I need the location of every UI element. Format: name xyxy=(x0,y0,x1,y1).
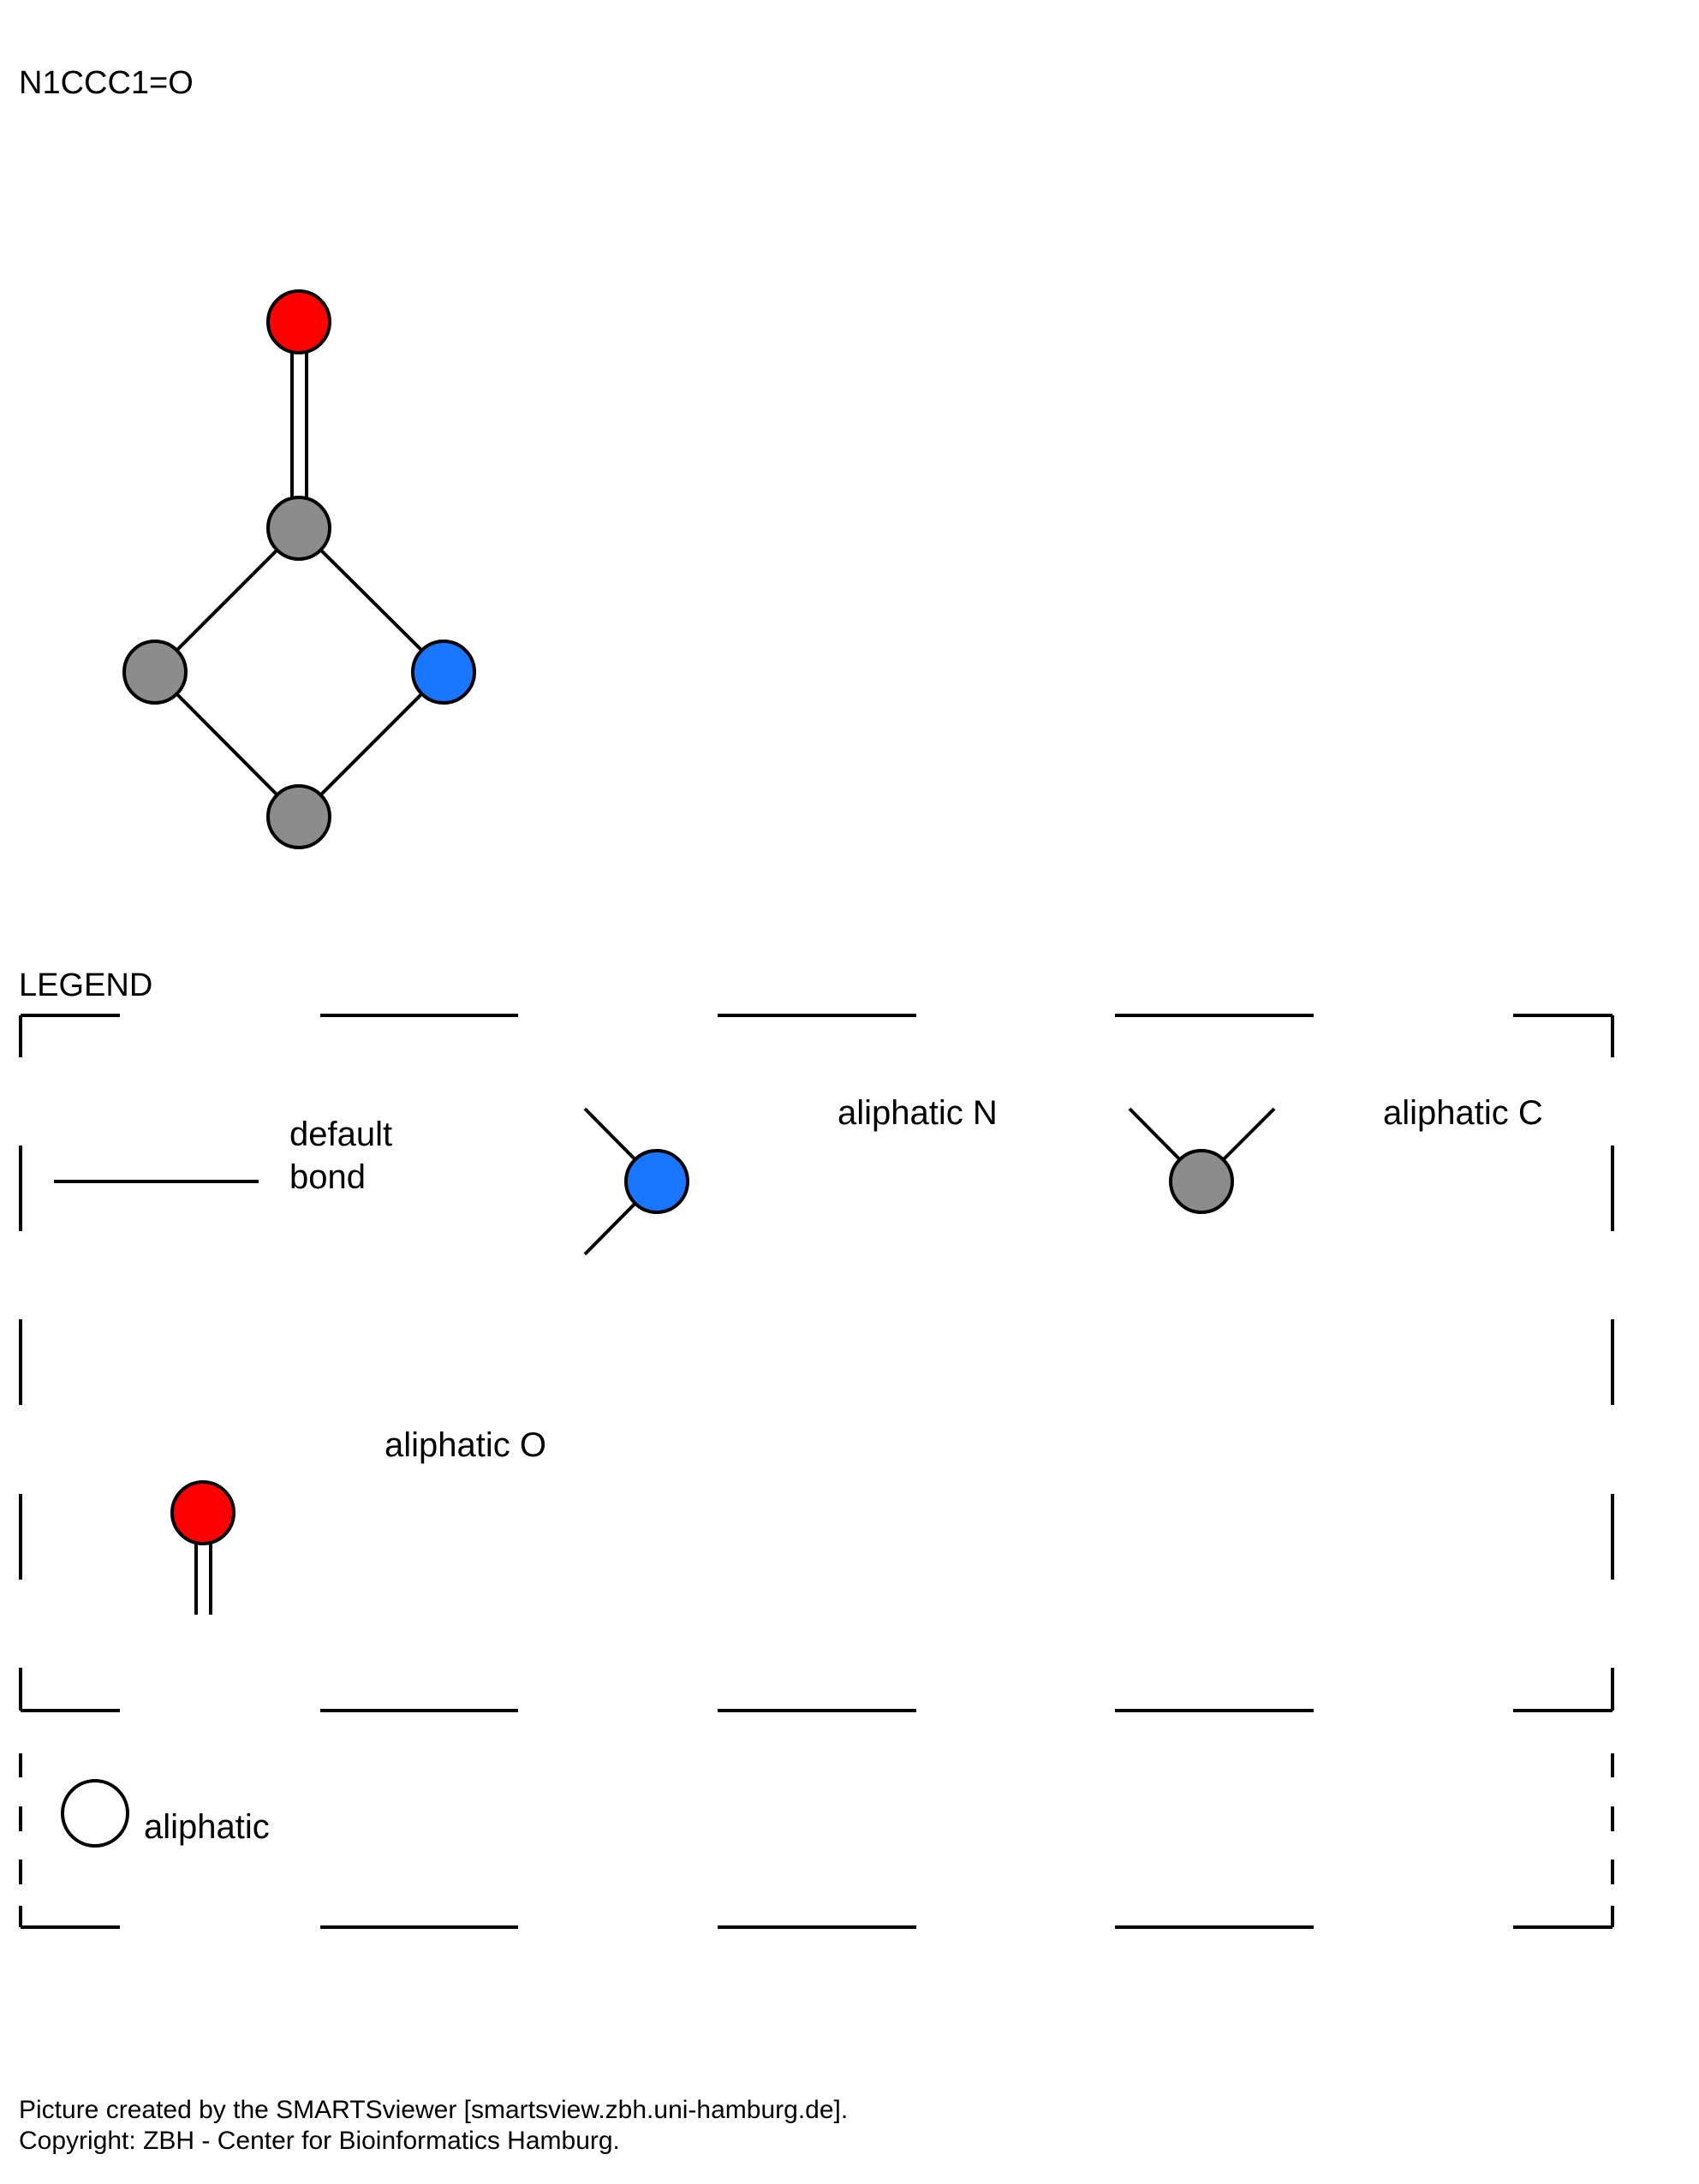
carbon-atom xyxy=(266,784,331,849)
footer-copyright: Copyright: ZBH - Center for Bioinformati… xyxy=(19,2127,620,2155)
legend-oxygen-icon xyxy=(170,1480,235,1615)
bond-c1-c2 xyxy=(153,527,301,674)
bond-n-c3 xyxy=(297,670,445,818)
nitrogen-atom xyxy=(411,640,476,705)
molecule-structure xyxy=(122,289,476,849)
carbon-atom xyxy=(122,640,188,705)
legend-label-aliphatic-o: aliphatic O xyxy=(385,1426,546,1464)
oxygen-atom xyxy=(266,289,331,354)
legend-frame xyxy=(19,1014,1614,1712)
carbon-atom xyxy=(266,496,331,561)
footer-credit: Picture created by the SMARTSviewer [sma… xyxy=(19,2096,849,2124)
bond-c2-c3 xyxy=(153,670,301,818)
legend-nitrogen-icon xyxy=(583,1107,689,1256)
legend-label-aliphatic-c: aliphatic C xyxy=(1383,1094,1543,1132)
smiles-string: N1CCC1=O xyxy=(19,65,194,101)
legend-subframe xyxy=(19,1753,1614,1929)
legend-label-aliphatic-n: aliphatic N xyxy=(838,1094,998,1132)
legend-aliphatic-icon xyxy=(61,1779,129,1848)
legend-label-default-bond-line1: default xyxy=(289,1116,393,1153)
legend-title: LEGEND xyxy=(19,967,153,1003)
legend-carbon-icon xyxy=(1128,1107,1276,1214)
legend-label-default-bond: default bond xyxy=(289,1113,392,1199)
legend-label-aliphatic: aliphatic xyxy=(144,1808,270,1846)
legend-label-default-bond-line2: bond xyxy=(289,1158,366,1196)
bond-c1-n xyxy=(297,527,445,674)
